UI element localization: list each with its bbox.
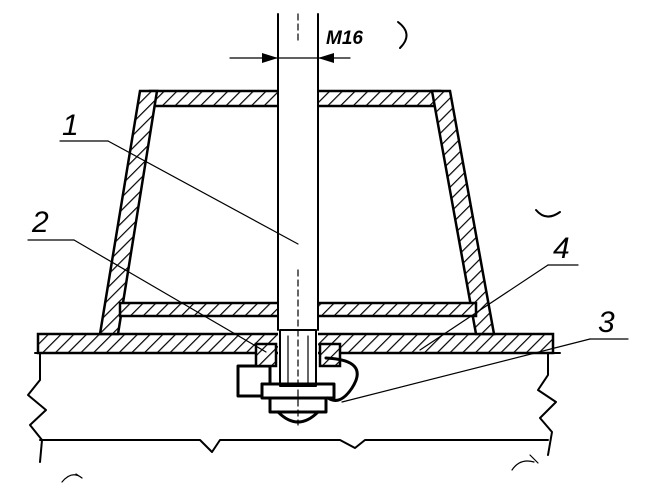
part-number-1: 1 <box>62 109 79 142</box>
part-number-2: 2 <box>31 206 49 239</box>
arc-mark <box>535 209 561 218</box>
callout-1: 1 <box>59 109 299 245</box>
stud-bolt <box>277 13 319 426</box>
part-number-3: 3 <box>598 306 615 339</box>
callout-2: 2 <box>27 206 267 353</box>
dimension-label: M16 <box>326 28 363 49</box>
part-number-4: 4 <box>553 232 570 265</box>
callout-3: 3 <box>341 306 629 403</box>
callout-4: 4 <box>419 232 579 351</box>
nut-assembly <box>236 329 359 424</box>
dimension-m16: M16 <box>229 21 408 63</box>
